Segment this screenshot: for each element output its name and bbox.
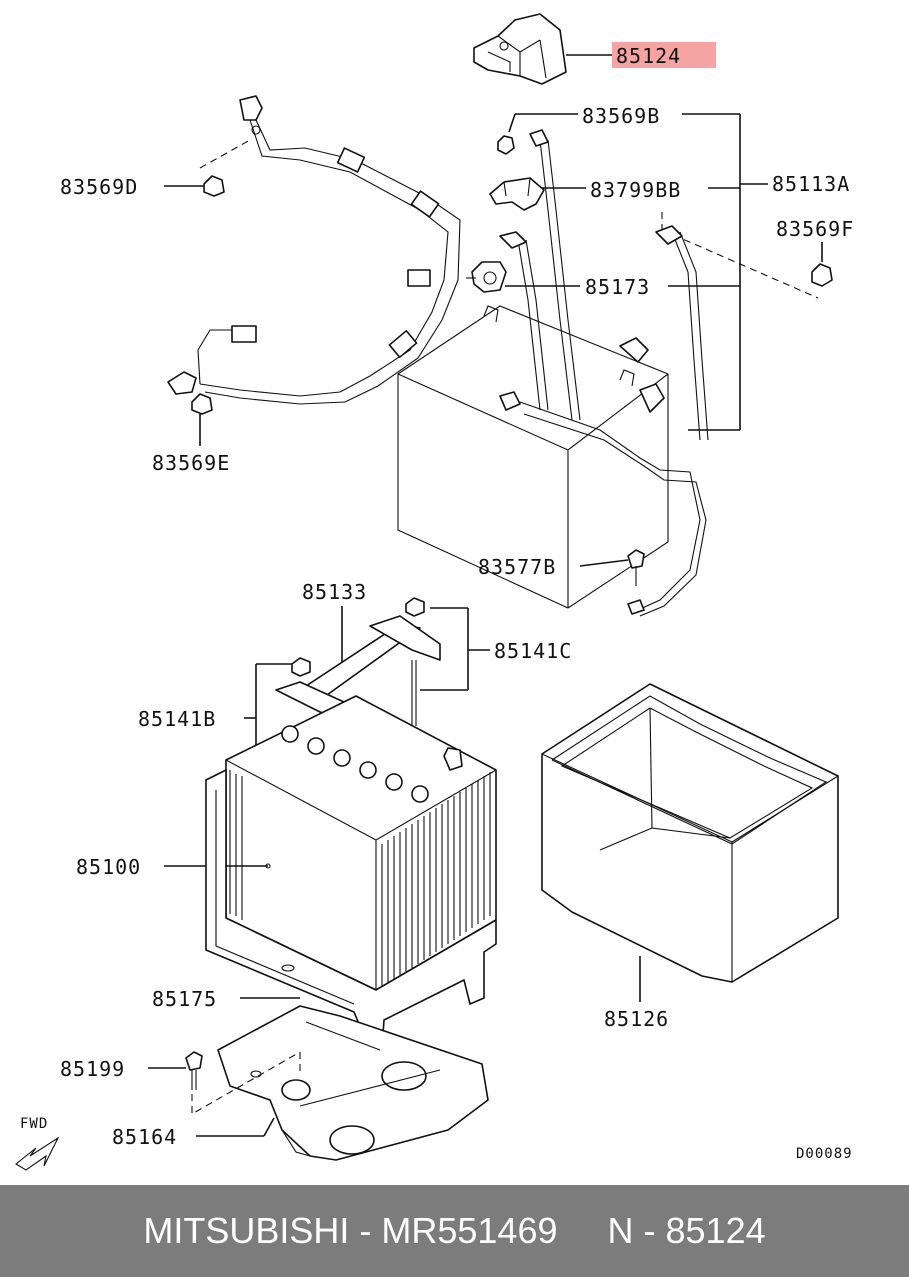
wiring-harness-85113A: [167, 95, 461, 405]
clip-83799BB: [489, 177, 545, 211]
callout-83577B: 83577B: [478, 555, 556, 579]
nut-85141C: [405, 597, 425, 617]
callout-85199: 85199: [60, 1057, 125, 1081]
bracket-85164: [217, 1005, 489, 1161]
nut-83569D: [203, 175, 225, 197]
fwd-arrow-icon: [15, 1136, 60, 1171]
callout-83569F: 83569F: [776, 217, 854, 241]
callout-85113A: 85113A: [772, 172, 850, 196]
nut-85141B: [291, 657, 311, 677]
battery-case-85126: [541, 683, 839, 983]
callout-85141C: 85141C: [494, 639, 572, 663]
nut-83569F: [811, 263, 833, 287]
nut-83569E: [191, 393, 213, 415]
battery-outline: [397, 305, 669, 609]
hold-down-85133: [275, 615, 441, 719]
callout-83799BB: 83799BB: [590, 178, 681, 202]
callout-85133: 85133: [302, 580, 367, 604]
callout-85173: 85173: [585, 275, 650, 299]
callout-85126: 85126: [604, 1007, 669, 1031]
terminal-cover-85124: [473, 13, 567, 85]
footer-part-text: MITSUBISHI - MR551469 N - 85124: [143, 1210, 766, 1251]
callout-85141B: 85141B: [138, 707, 216, 731]
parts-diagram: 85124 83569B 85113A 83799BB 85173 83569F: [15, 13, 854, 1171]
bolt-85199: [185, 1051, 203, 1090]
callout-85164: 85164: [112, 1125, 177, 1149]
nut-83569B: [497, 135, 515, 155]
battery-cables: [499, 129, 709, 617]
callout-83569D: 83569D: [60, 175, 138, 199]
fwd-label: FWD: [20, 1116, 48, 1132]
callout-83569E: 83569E: [152, 451, 230, 475]
bolt-83577B: [627, 549, 645, 586]
highlight-box: [612, 42, 716, 68]
callout-83569B: 83569B: [582, 104, 660, 128]
callout-85124: 85124: [616, 44, 681, 68]
callout-85175: 85175: [152, 987, 217, 1011]
callout-85100: 85100: [76, 855, 141, 879]
footer-bar: MITSUBISHI - MR551469 N - 85124: [0, 1185, 909, 1277]
diagram-code: D00089: [796, 1146, 853, 1162]
terminal-clamp-85173: [466, 261, 507, 293]
